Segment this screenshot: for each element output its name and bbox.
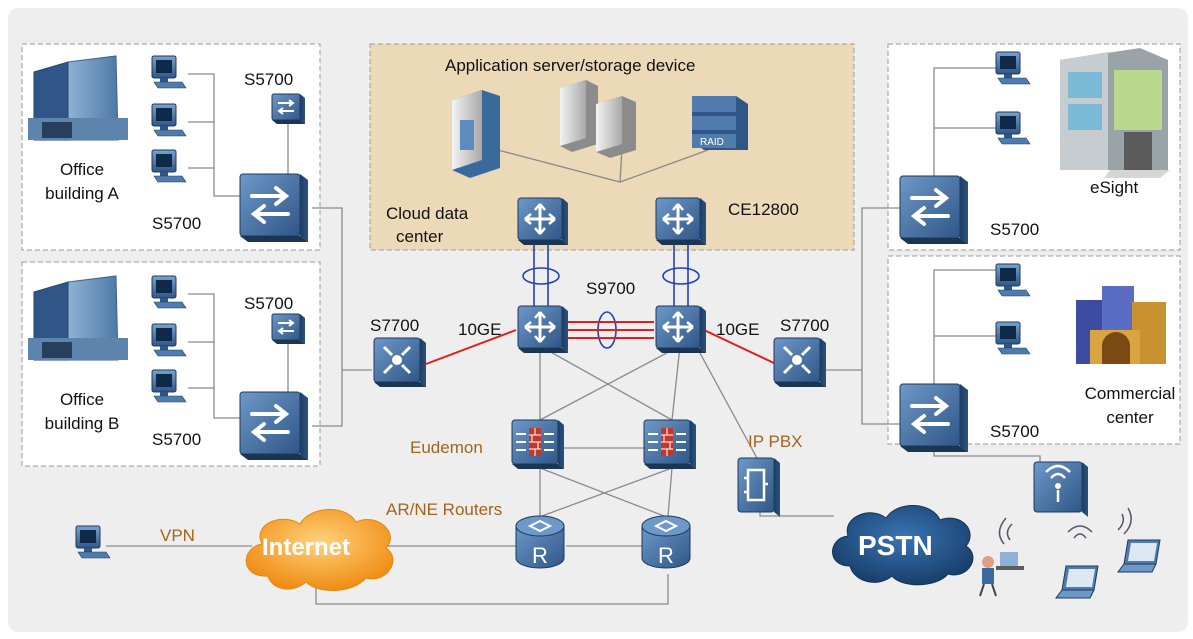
office-a-label-line1: Office bbox=[59, 160, 105, 179]
switch-icon bbox=[238, 172, 310, 244]
user-at-desk-icon bbox=[979, 552, 1024, 597]
commercial-label-line2: center bbox=[1106, 408, 1154, 427]
core-switch-icon bbox=[654, 304, 708, 355]
tenge-left-label: 10GE bbox=[458, 320, 502, 339]
commercial-label-line1: Commercial bbox=[1084, 384, 1176, 403]
s5700-commercial-label: S5700 bbox=[990, 422, 1040, 441]
vpn-label: VPN bbox=[160, 526, 195, 545]
cloud-dc-label-line1: Cloud data bbox=[386, 204, 469, 223]
server-icon bbox=[452, 90, 500, 178]
s5700-b-bottom-label: S5700 bbox=[152, 430, 202, 449]
app-server-label: Application server/storage device bbox=[445, 56, 696, 75]
core-switch-icon bbox=[516, 196, 570, 247]
office-a-label-line2: building A bbox=[45, 184, 119, 203]
ip-pbx-label: IP PBX bbox=[748, 432, 803, 451]
s5700-esight-label: S5700 bbox=[990, 220, 1040, 239]
firewall-icon bbox=[643, 419, 697, 470]
eudemon-label: Eudemon bbox=[410, 438, 483, 457]
ip-pbx-icon bbox=[737, 457, 780, 517]
access-switch-icon bbox=[271, 313, 306, 345]
access-switch-icon bbox=[271, 93, 306, 125]
internet-cloud-icon bbox=[245, 509, 394, 592]
router-glyph-right: R bbox=[658, 543, 674, 568]
wireless-signal-icon bbox=[998, 507, 1132, 545]
esight-building-icon bbox=[1060, 48, 1170, 178]
aggregation-switch-icon bbox=[772, 336, 828, 389]
s5700-a-top-label: S5700 bbox=[244, 70, 294, 89]
router-glyph-left: R bbox=[532, 543, 548, 568]
internet-label: Internet bbox=[262, 534, 351, 561]
switch-icon bbox=[898, 174, 970, 246]
ar-ne-routers-label: AR/NE Routers bbox=[386, 500, 503, 519]
ce12800-label: CE12800 bbox=[728, 200, 799, 219]
s5700-a-bottom-label: S5700 bbox=[152, 214, 202, 233]
storage-icon bbox=[560, 80, 636, 158]
office-b-label-line1: Office bbox=[59, 390, 105, 409]
office-b-label-line2: building B bbox=[44, 414, 120, 433]
s5700-b-top-label: S5700 bbox=[244, 294, 294, 313]
esight-label: eSight bbox=[1090, 178, 1139, 197]
core-switch-icon bbox=[654, 196, 708, 247]
raid-storage-icon bbox=[692, 96, 748, 150]
s7700-right-label: S7700 bbox=[780, 316, 830, 335]
aggregation-switch-icon bbox=[372, 336, 428, 389]
s7700-left-label: S7700 bbox=[370, 316, 420, 335]
switch-icon bbox=[238, 390, 310, 462]
commercial-center-icon bbox=[1076, 286, 1166, 364]
tenge-right-label: 10GE bbox=[716, 320, 760, 339]
firewall-icon bbox=[511, 419, 565, 470]
core-switch-icon bbox=[516, 304, 570, 355]
raid-label: RAID bbox=[700, 137, 724, 148]
pstn-cloud-icon bbox=[832, 505, 974, 586]
s9700-label: S9700 bbox=[586, 279, 636, 298]
cloud-dc-label-line2: center bbox=[396, 227, 444, 246]
wireless-ap-icon bbox=[1033, 461, 1088, 517]
switch-icon bbox=[898, 382, 970, 454]
pstn-label: PSTN bbox=[858, 530, 933, 561]
